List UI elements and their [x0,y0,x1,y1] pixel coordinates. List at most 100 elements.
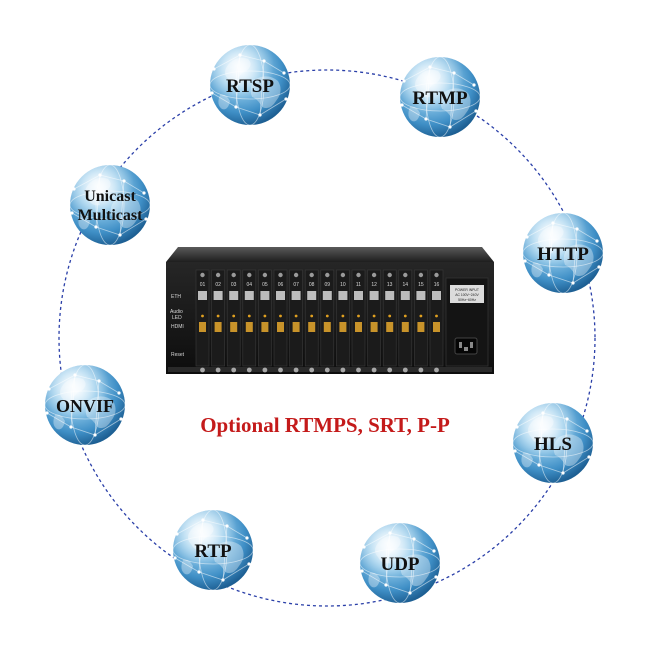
row-label-audio: Audio [170,309,183,315]
hdmi-port [308,322,316,332]
card-screw [418,272,424,278]
encoder-card: 05 [258,269,272,373]
ethernet-port [244,291,254,300]
card-bottom-screw [434,367,439,373]
card-screw [247,272,252,278]
card-bottom-screw [387,367,393,373]
ethernet-port [213,291,223,300]
status-led [325,314,329,318]
status-led [279,314,282,318]
card-screw [403,272,408,278]
card-bottom-screw [278,367,283,373]
card-screw [200,272,205,278]
label-multicast: Multicast [78,207,144,224]
hdmi-port [323,322,331,332]
card-bottom-screw [324,367,330,373]
globe-hls: HLS [512,402,594,484]
card-number: 07 [293,282,299,288]
card-number: 16 [434,282,440,288]
ethernet-port [416,291,426,300]
status-led [372,314,376,318]
card-number: 09 [325,282,331,288]
status-led [294,314,298,318]
card-bottom-screw [356,367,361,373]
power-label-3: 50Hz~60Hz [458,298,476,302]
row-label-eth: ETH [171,294,181,300]
card-number: 04 [247,282,253,288]
status-led [232,314,236,318]
ethernet-port [322,291,332,300]
card-number: 08 [309,282,315,288]
status-led [201,314,204,318]
card-number: 11 [356,282,361,288]
ethernet-port [291,291,301,300]
ethernet-port [354,291,363,300]
status-led [247,314,251,318]
ethernet-port [260,291,270,300]
card-number: 12 [371,282,377,288]
hdmi-port [199,322,206,332]
label-unicast: Unicast [84,188,136,205]
row-label-led: LED [172,315,182,321]
card-bottom-screw [215,367,221,373]
globe-unicast-multicast: Unicast Multicast [69,164,151,246]
card-number: 06 [278,282,284,288]
label-rtp: RTP [194,541,232,562]
encoder-card: 11 [351,269,366,373]
power-socket [454,337,478,355]
power-label-2: AC 100V~240V [455,293,479,297]
card-bottom-screw [371,367,377,373]
encoder-card: 12 [367,269,381,373]
status-led [403,314,407,318]
encoder-card: 09 [320,269,335,373]
card-screw [340,272,346,278]
status-led [435,314,438,318]
ethernet-port [369,291,379,300]
encoder-card: 08 [304,269,319,373]
ethernet-port [432,291,441,300]
card-number: 10 [340,282,346,288]
label-http: HTTP [537,244,589,265]
card-number: 02 [215,282,221,288]
ethernet-port [400,291,410,300]
card-screw [356,272,361,278]
card-bottom-screw [309,367,315,373]
hdmi-port [214,322,222,332]
status-led [310,314,314,318]
encoder-card: 16 [429,269,444,373]
encoder-card: 07 [289,269,303,373]
card-number: 01 [200,282,206,288]
hdmi-port [339,322,347,332]
encoder-card: 13 [382,269,397,373]
globe-rtsp: RTSP [209,44,291,126]
chassis-top [166,247,494,262]
card-number: 13 [387,282,393,288]
card-screw [387,272,392,278]
card-screw [325,272,330,278]
card-screw [309,272,314,278]
status-led [216,314,220,318]
card-number: 15 [418,282,424,288]
label-hls: HLS [534,434,572,455]
hdmi-port [355,322,362,332]
encoder-card: 04 [242,269,257,373]
card-bottom-screw [418,367,424,373]
hdmi-port [370,322,378,332]
encoder-card: 15 [414,269,428,373]
encoder-card: 10 [336,269,350,373]
card-screw [293,272,299,278]
card-screw [278,272,283,278]
card-bottom-screw [340,367,346,373]
card-bottom-screw [200,367,205,373]
ethernet-port [276,291,285,300]
globe-onvif: ONVIF [44,364,126,446]
globe-rtp: RTP [172,509,254,591]
card-bottom-screw [402,367,408,373]
ethernet-port [385,291,395,300]
hdmi-port [230,322,238,332]
hdmi-port [292,322,300,332]
status-led [263,314,267,318]
